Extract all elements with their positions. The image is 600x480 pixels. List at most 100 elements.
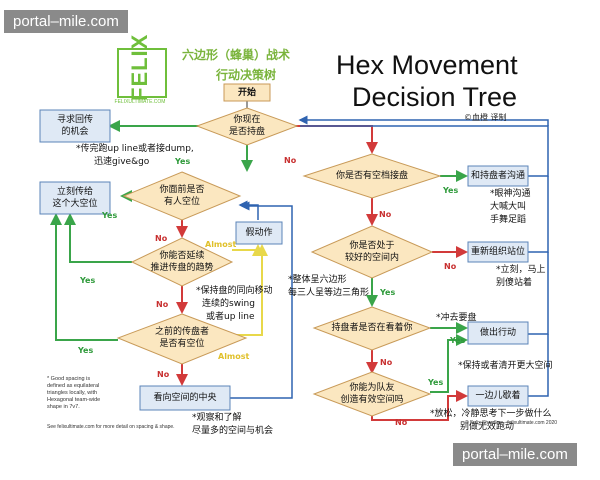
- yes-continue: Yes: [80, 276, 96, 285]
- box-give: [39, 181, 111, 215]
- footnote-line5: shape in 7v7.: [47, 404, 80, 410]
- note-hex-line2: 每三人呈等边三角形: [288, 288, 370, 298]
- a-fake-label: 假动作: [245, 228, 273, 238]
- almost-space-front: Almost: [205, 240, 237, 249]
- q-space-front-label: 你面前是否 有人空位: [140, 184, 224, 208]
- q-continue-label: 你能否延续 推进传盘的趋势: [136, 250, 228, 274]
- arrow-right-feedback4: [528, 334, 549, 397]
- watermark-top: portal–mile.com: [4, 10, 128, 33]
- yes-holding: Yes: [175, 157, 191, 166]
- no-space-front: No: [155, 234, 168, 243]
- diamond-space-for: [302, 153, 442, 199]
- box-comm: [467, 165, 529, 187]
- q-space-for-label: 你是否有空档接盘: [335, 171, 408, 181]
- q-good-space-label: 你是否处于 较好的空间内: [322, 240, 422, 264]
- connectors: [50, 101, 549, 421]
- q-create-label: 你能为队友 创造有效空间吗: [322, 382, 422, 406]
- yes-space-front: Yes: [102, 211, 118, 220]
- a-comm-label: 和持盘者沟通: [470, 171, 525, 181]
- yes-good-space: Yes: [380, 288, 396, 297]
- note-cut: *冲去要盘: [436, 313, 477, 323]
- a-cut-label: 做出行动: [479, 328, 516, 338]
- no-prev: No: [157, 370, 170, 379]
- note-hex: *整体呈六边形 每三人呈等边三角形: [288, 274, 369, 300]
- diamond-good-space: [310, 225, 434, 279]
- q-prev-label: 之前的传盘者 是否有空位: [134, 326, 230, 350]
- box-cut: [467, 321, 529, 345]
- q-continue-line1: 你能否延续: [159, 251, 205, 261]
- a-reposition-label: 重新组织站位: [470, 247, 525, 257]
- diamond-watching: [312, 306, 432, 351]
- footnote-line2: defined as equilateral: [47, 383, 100, 389]
- arrow-continue-yes: [64, 213, 132, 263]
- note-swing-line1: *保持盘的同向移动: [196, 286, 273, 296]
- a-give-line1: 立刻传给: [56, 187, 93, 197]
- footnote-line4: Hexagonal team-wide: [47, 397, 101, 403]
- logo-url: FELIXULTIMATE.COM: [114, 99, 166, 105]
- title-cn-line2: 行动决策树: [216, 68, 277, 82]
- q-good-space-line1: 你是否处于: [349, 241, 395, 251]
- box-seek: [39, 109, 111, 143]
- note-now: *立刻，马上 别傻站着: [496, 264, 546, 290]
- arrow-right-feedback: [300, 125, 549, 177]
- note-swing-line2: 连续的swing: [202, 299, 255, 309]
- diamond-space-front: [122, 171, 242, 221]
- see-more-text: See felixultimate.com for more detail on…: [47, 424, 175, 430]
- note-now-line2: 别傻站着: [496, 278, 533, 288]
- diamond-create: [312, 371, 432, 417]
- note-give-line1: *传完跑up line或者接dump,: [76, 144, 194, 154]
- q-create-line2: 创造有效空间吗: [340, 395, 404, 405]
- title-en-line1: Hex Movement: [336, 50, 518, 80]
- note-relax-line2: 别做无效跑动: [460, 422, 515, 432]
- a-give-line2: 这个大空位: [52, 199, 98, 209]
- no-good-space: No: [444, 262, 457, 271]
- q-holding-line2: 是否持盘: [228, 127, 265, 137]
- note-give: *传完跑up line或者接dump, 迅速give&go: [76, 143, 194, 169]
- note-eye-line1: *眼神沟通: [490, 189, 531, 199]
- no-create: No: [395, 418, 408, 427]
- q-holding-label: 你现在 是否持盘: [207, 114, 287, 138]
- yes-space-for: Yes: [443, 186, 459, 195]
- arrow-create-aside: [371, 390, 468, 421]
- diamond-holding: [195, 107, 299, 146]
- a-seek-label: 寻求回传 的机会: [40, 114, 110, 138]
- diamond-prev: [116, 313, 248, 365]
- q-holding-line1: 你现在: [233, 115, 261, 125]
- arrow-prev-yes: [50, 213, 118, 341]
- note-eye-line3: 手舞足蹈: [490, 215, 527, 225]
- q-continue-line2: 推进传盘的趋势: [150, 263, 214, 273]
- start-label: 开始: [237, 88, 256, 98]
- box-fake: [235, 221, 283, 245]
- a-aside-label: 一边儿歇着: [475, 391, 521, 401]
- note-swing-line3: 或者up line: [206, 312, 255, 322]
- note-clear: *保持或者清开更大空间: [458, 361, 553, 371]
- arrow-top-loop: [298, 115, 549, 126]
- title-cn-line1: 六边形（蜂巢）战术: [182, 48, 291, 62]
- a-seek-line2: 的机会: [61, 127, 89, 137]
- note-give-line2: 迅速give&go: [94, 157, 150, 167]
- q-prev-line2: 是否有空位: [159, 339, 205, 349]
- yes-prev: Yes: [78, 346, 94, 355]
- a-give-label: 立刻传给 这个大空位: [40, 186, 110, 210]
- no-continue: No: [156, 300, 169, 309]
- yes-create: Yes: [428, 378, 444, 387]
- note-now-line1: *立刻，马上: [496, 265, 546, 275]
- q-space-front-line2: 有人空位: [163, 197, 200, 207]
- note-relax-line1: *放松，冷静思考下一步做什么: [430, 409, 552, 419]
- arrow-middle-back: [230, 201, 293, 399]
- note-eye-line2: 大喊大叫: [490, 202, 527, 212]
- note-hex-line1: *整体呈六边形: [288, 275, 347, 285]
- a-seek-line1: 寻求回传: [56, 115, 93, 125]
- arrow-fake-spacefront: [238, 200, 259, 220]
- box-middle: [139, 385, 231, 411]
- box-reposition: [467, 241, 529, 263]
- footnote-line1: * Good spacing is: [47, 376, 91, 382]
- yes-watching: Yes: [450, 336, 466, 345]
- footnote-line3: triangles locally, with: [47, 390, 98, 396]
- title-en-line2: Decision Tree: [352, 82, 518, 112]
- no-holding: No: [284, 156, 297, 165]
- q-prev-line1: 之前的传盘者: [154, 327, 209, 337]
- arrow-almost2-fake: [232, 244, 268, 336]
- a-middle-label: 看向空间的中央: [153, 393, 217, 403]
